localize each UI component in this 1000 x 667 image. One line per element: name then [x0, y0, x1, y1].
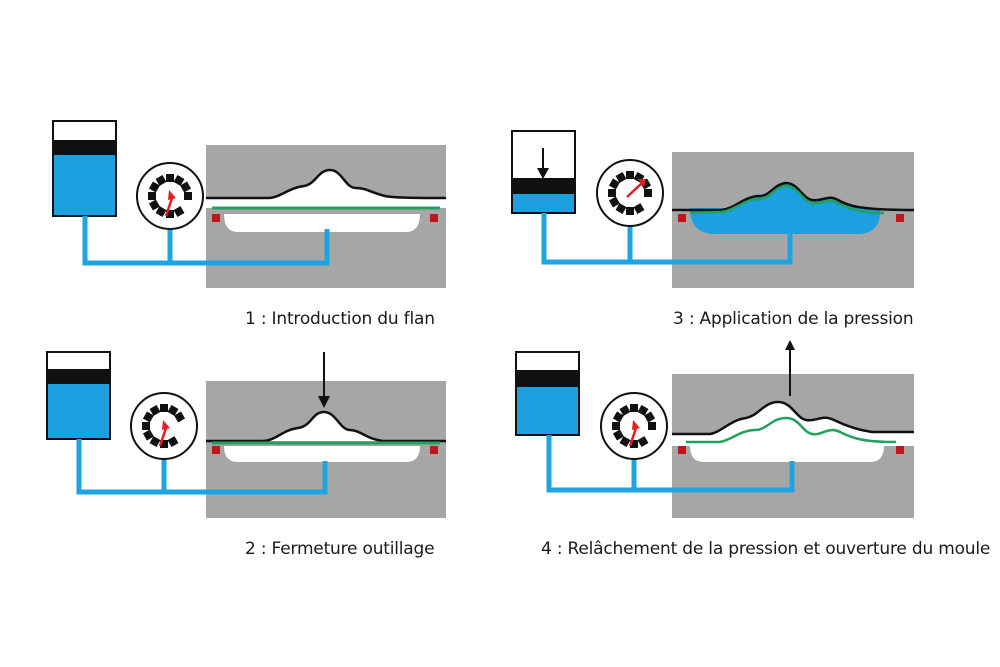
panel-step-1 — [52, 120, 447, 288]
pressure-gauge — [130, 392, 198, 460]
panel-step-4 — [515, 340, 914, 518]
mold-cavity — [224, 446, 420, 462]
water-pipe — [541, 213, 793, 265]
seal-right — [430, 214, 438, 222]
up-arrow-icon — [785, 340, 795, 396]
water-pipe — [82, 216, 330, 266]
metal-blank — [689, 184, 885, 215]
membrane-line — [206, 410, 446, 443]
seal-left — [678, 214, 686, 222]
pressure-gauge — [600, 392, 668, 460]
panel-step-2 — [46, 351, 446, 518]
upper-membrane — [206, 170, 446, 198]
tank-water — [513, 194, 574, 212]
tank-water — [48, 384, 109, 438]
upper-membrane — [206, 412, 446, 441]
water-pipe — [546, 435, 795, 493]
pressurized-water — [690, 208, 881, 234]
water-pipe — [76, 439, 328, 495]
seal-right — [896, 214, 904, 222]
tank-water — [517, 387, 578, 434]
membrane-line — [672, 400, 914, 436]
mold-cavity — [690, 446, 884, 462]
membrane-line — [206, 168, 447, 200]
tank-piston — [517, 370, 578, 387]
seal-right — [896, 446, 904, 454]
upper-membrane — [672, 402, 914, 434]
seal-left — [678, 446, 686, 454]
tank-piston — [54, 140, 115, 155]
caption-step-4: 4 : Relâchement de la pression et ouvert… — [541, 539, 991, 559]
panel-step-3 — [511, 130, 915, 288]
down-arrow-icon — [318, 352, 330, 408]
pressure-gauge — [596, 159, 664, 227]
tank-piston — [48, 369, 109, 384]
caption-step-2: 2 : Fermeture outillage — [245, 539, 435, 559]
tank-piston — [513, 178, 574, 194]
caption-step-3: 3 : Application de la pression — [673, 309, 914, 329]
mold-cavity — [224, 214, 420, 232]
seal-right — [430, 446, 438, 454]
seal-left — [212, 214, 220, 222]
pressure-gauge — [136, 162, 204, 230]
seal-left — [212, 446, 220, 454]
down-arrow-icon — [537, 148, 549, 179]
formed-blank — [686, 416, 897, 444]
caption-step-1: 1 : Introduction du flan — [245, 309, 435, 329]
membrane-line — [672, 181, 915, 212]
tank-water — [54, 155, 115, 215]
mold-gap — [672, 434, 914, 446]
